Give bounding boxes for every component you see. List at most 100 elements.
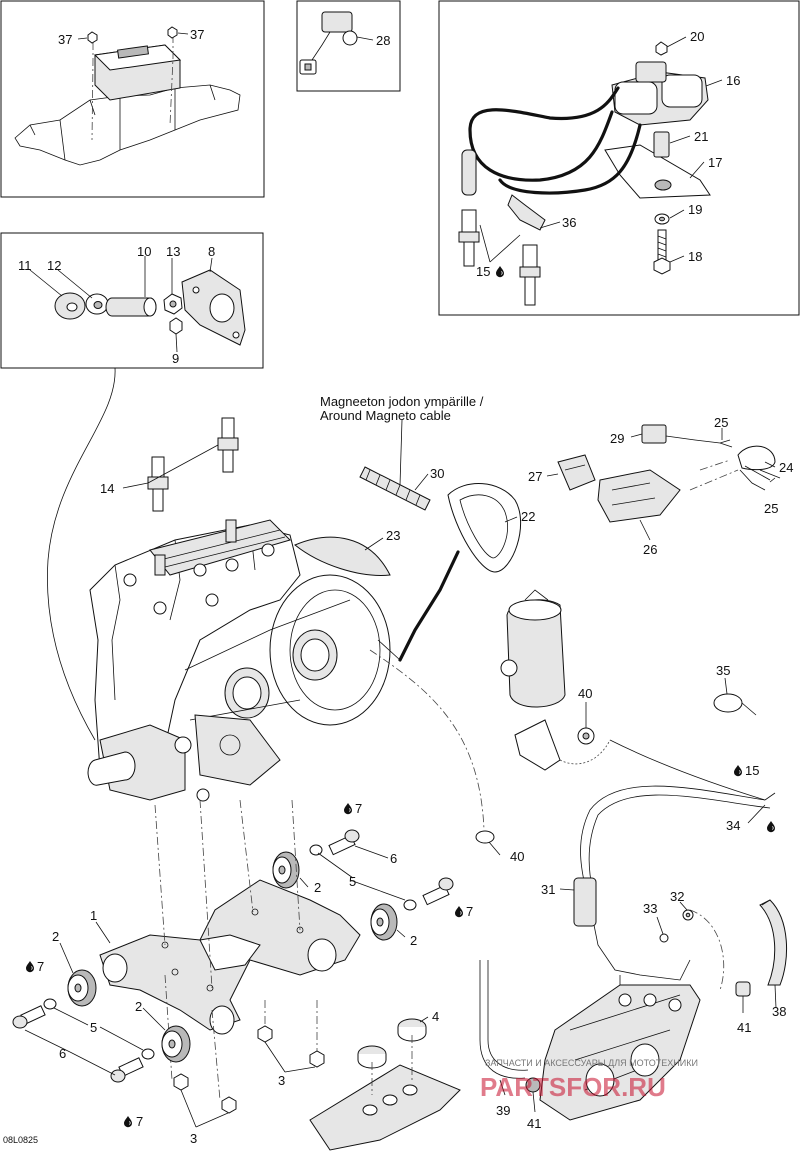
callout-15-right: 15 bbox=[745, 763, 759, 778]
clamp-40-upper bbox=[577, 727, 595, 745]
rubber-mount-2-lower-left bbox=[67, 969, 97, 1007]
drop-icon bbox=[343, 802, 353, 815]
harness-24 bbox=[737, 445, 781, 491]
washer-32 bbox=[682, 909, 694, 921]
callout-11: 11 bbox=[18, 258, 32, 273]
callout-1: 1 bbox=[90, 908, 97, 923]
drop-icon bbox=[766, 820, 776, 833]
callout-26: 26 bbox=[643, 542, 657, 557]
drop-icon bbox=[25, 960, 35, 973]
callout-9: 9 bbox=[172, 351, 179, 366]
callout-2-lower-right: 2 bbox=[135, 999, 142, 1014]
nut-33 bbox=[659, 933, 669, 943]
callout-7-left: 7 bbox=[37, 959, 44, 974]
relay-27 bbox=[557, 454, 596, 491]
callout-19: 19 bbox=[688, 202, 702, 217]
callout-17: 17 bbox=[708, 155, 722, 170]
carburetor-assembly bbox=[539, 975, 701, 1121]
callout-5-upper: 5 bbox=[349, 874, 356, 889]
drop-icon bbox=[454, 905, 464, 918]
callout-29: 29 bbox=[610, 431, 624, 446]
callout-8: 8 bbox=[208, 244, 215, 259]
callout-36: 36 bbox=[562, 215, 576, 230]
callout-22: 22 bbox=[521, 509, 535, 524]
clamp-35 bbox=[713, 693, 757, 716]
drop-icon bbox=[733, 764, 743, 777]
drawing-code: 08L0825 bbox=[3, 1135, 38, 1145]
inset-box-ignition-coil bbox=[438, 0, 800, 316]
rubber-mount-2-lower-right bbox=[161, 1025, 191, 1063]
callout-30: 30 bbox=[430, 466, 444, 481]
washer-5-lower-1 bbox=[43, 998, 57, 1010]
clamp-40-lower bbox=[475, 830, 495, 844]
note-line-1: Magneeton jodon ympärille / bbox=[320, 394, 484, 409]
coil-ring-22 bbox=[447, 483, 522, 573]
callout-7-upper: 7 bbox=[355, 801, 362, 816]
clamp-41-right bbox=[735, 981, 751, 997]
callout-23: 23 bbox=[386, 528, 400, 543]
callout-32: 32 bbox=[670, 889, 684, 904]
nut-3-d bbox=[221, 1096, 237, 1114]
sleeve-31 bbox=[573, 877, 597, 927]
bumper-4-b bbox=[397, 1018, 427, 1042]
callout-21: 21 bbox=[694, 129, 708, 144]
callout-33: 33 bbox=[643, 901, 657, 916]
callout-13: 13 bbox=[166, 244, 180, 259]
rubber-mount-2-upper-left bbox=[272, 851, 300, 889]
callout-4: 4 bbox=[432, 1009, 439, 1024]
callout-2-lower-left: 2 bbox=[52, 929, 59, 944]
callout-3-lower: 3 bbox=[190, 1131, 197, 1146]
heat-sleeve-30 bbox=[359, 466, 431, 511]
note-line-2: Around Magneto cable bbox=[320, 408, 451, 423]
callout-39: 39 bbox=[496, 1103, 510, 1118]
callout-35: 35 bbox=[716, 663, 730, 678]
callout-18: 18 bbox=[688, 249, 702, 264]
callout-31: 31 bbox=[541, 882, 555, 897]
callout-27: 27 bbox=[528, 469, 542, 484]
inset-box-chassis bbox=[0, 0, 265, 198]
spark-plug-14-a bbox=[217, 417, 239, 473]
callout-28: 28 bbox=[376, 33, 390, 48]
callout-2-upper-right: 2 bbox=[410, 933, 417, 948]
drop-icon bbox=[123, 1115, 133, 1128]
engine-support-1 bbox=[99, 879, 361, 1035]
bolt-6-upper-2 bbox=[422, 877, 454, 906]
callout-6-lower: 6 bbox=[59, 1046, 66, 1061]
watermark-tagline: ЗАПЧАСТИ И АКСЕССУАРЫ ДЛЯ МОТОТЕХНИКИ bbox=[485, 1058, 698, 1068]
callout-14: 14 bbox=[100, 481, 114, 496]
bolt-6-lower-1 bbox=[12, 1005, 46, 1029]
callout-12: 12 bbox=[47, 258, 61, 273]
callout-20: 20 bbox=[690, 29, 704, 44]
callout-7-right: 7 bbox=[466, 904, 473, 919]
callout-37-left: 37 bbox=[58, 32, 72, 47]
washer-5-upper-2 bbox=[403, 899, 417, 911]
inset-box-connector bbox=[296, 0, 401, 92]
washer-5-lower-2 bbox=[141, 1048, 155, 1060]
callout-37-right: 37 bbox=[190, 27, 204, 42]
drop-icon bbox=[495, 265, 505, 278]
callout-34: 34 bbox=[726, 818, 740, 833]
callout-6-upper: 6 bbox=[390, 851, 397, 866]
bolt-6-lower-2 bbox=[110, 1057, 144, 1083]
bolt-37-right bbox=[167, 26, 178, 39]
callout-2-upper-left: 2 bbox=[314, 880, 321, 895]
relay-bracket-26 bbox=[597, 469, 681, 523]
callout-5-lower: 5 bbox=[90, 1020, 97, 1035]
rubber-mount-2-upper-right bbox=[370, 903, 398, 941]
callout-40-lower: 40 bbox=[510, 849, 524, 864]
callout-25-top: 25 bbox=[714, 415, 728, 430]
watermark-brand: PARTSFOR.RU bbox=[480, 1072, 666, 1102]
callout-40-upper: 40 bbox=[578, 686, 592, 701]
spark-plug-15-right bbox=[519, 244, 541, 306]
engine-block bbox=[87, 519, 391, 802]
spark-plug-15-left bbox=[458, 209, 480, 267]
callout-10: 10 bbox=[137, 244, 151, 259]
oil-tank bbox=[500, 589, 566, 771]
bolt-6-upper-1 bbox=[328, 829, 360, 856]
callout-15-top: 15 bbox=[476, 264, 490, 279]
callout-3-upper: 3 bbox=[278, 1073, 285, 1088]
callout-41-left: 41 bbox=[527, 1116, 541, 1131]
skid-plate bbox=[309, 1064, 461, 1151]
callout-24: 24 bbox=[779, 460, 793, 475]
callout-16: 16 bbox=[726, 73, 740, 88]
